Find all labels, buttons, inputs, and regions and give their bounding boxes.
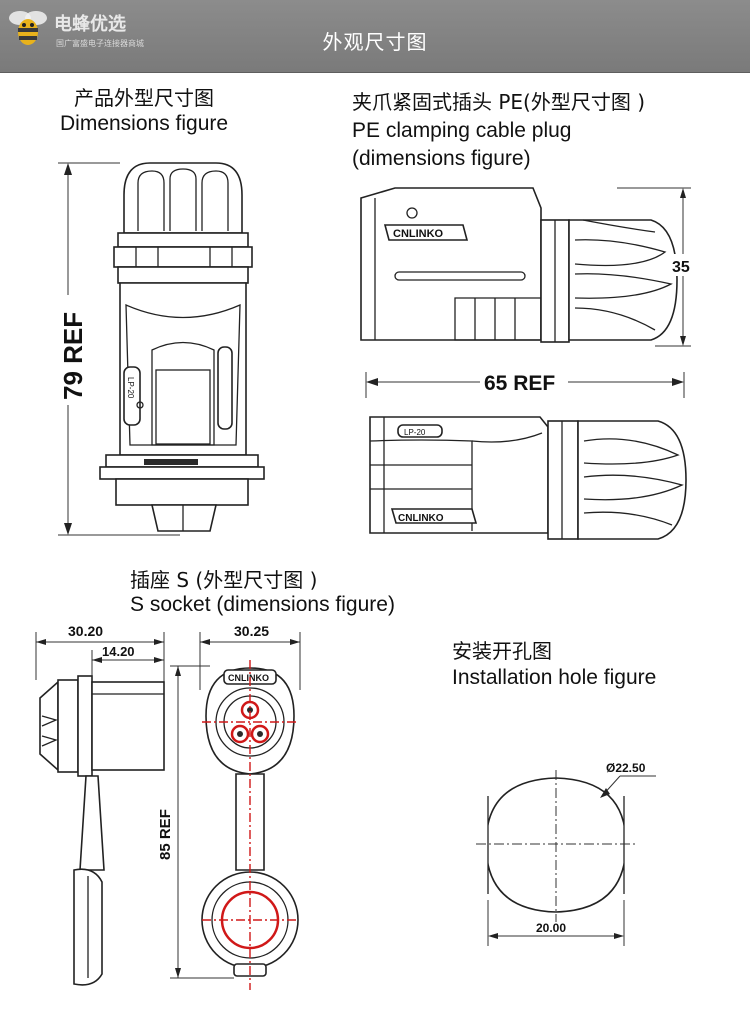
logo-subtitle: 国广富盛电子连接器商城: [56, 39, 144, 48]
socket-title-cn: 插座 S (外型尺寸图 ): [130, 568, 318, 592]
hole-title-cn: 安装开孔图: [452, 639, 552, 663]
brand-logo[interactable]: 电蜂优选 国广富盛电子连接器商城: [4, 6, 174, 50]
product-title-cn: 产品外型尺寸图: [74, 86, 214, 110]
product-side-mark: LP-20: [126, 377, 135, 399]
installation-hole-drawing: Ø22.50 20.00: [474, 761, 656, 946]
socket-title-en: S socket (dimensions figure): [130, 593, 395, 616]
product-title-en: Dimensions figure: [60, 112, 229, 135]
product-assembly-drawing: 79 REF LP-20: [54, 162, 265, 536]
plug-title-en2: (dimensions figure): [352, 147, 531, 170]
plug-bottom-brand: CNLINKO: [398, 513, 444, 524]
socket-width-total: 30.20: [68, 623, 103, 639]
plug-bottom-mark: LP-20: [404, 428, 426, 437]
bee-icon: [9, 11, 47, 45]
hole-title-en: Installation hole figure: [452, 666, 657, 689]
hole-flat-label: 20.00: [536, 921, 566, 935]
plug-brand: CNLINKO: [393, 228, 444, 240]
plug-title-cn: 夹爪紧固式插头 PE(外型尺寸图 ): [352, 90, 646, 114]
plug-length-label: 65 REF: [484, 372, 555, 395]
plug-bottom-drawing: CNLINKO LP-20: [369, 416, 687, 540]
socket-width-inner: 14.20: [102, 644, 135, 659]
hole-diameter-label: Ø22.50: [606, 761, 646, 775]
plug-title-en1: PE clamping cable plug: [352, 119, 572, 142]
socket-brand: CNLINKO: [228, 673, 269, 683]
plug-side-drawing: CNLINKO 35: [360, 187, 697, 347]
product-height-label: 79 REF: [58, 312, 88, 400]
logo-name: 电蜂优选: [54, 14, 126, 35]
header-bar: 电蜂优选 国广富盛电子连接器商城 外观尺寸图: [0, 0, 750, 73]
plug-length-dimension: 65 REF: [365, 370, 685, 398]
socket-side-drawing: 30.20 14.20: [35, 623, 165, 986]
page-title: 外观尺寸图: [322, 30, 428, 54]
socket-front-drawing: 30.25 85 REF CNLINKO: [157, 623, 301, 990]
plug-height-label: 35: [672, 259, 690, 276]
socket-height-label: 85 REF: [157, 809, 174, 860]
socket-front-width: 30.25: [234, 623, 269, 639]
